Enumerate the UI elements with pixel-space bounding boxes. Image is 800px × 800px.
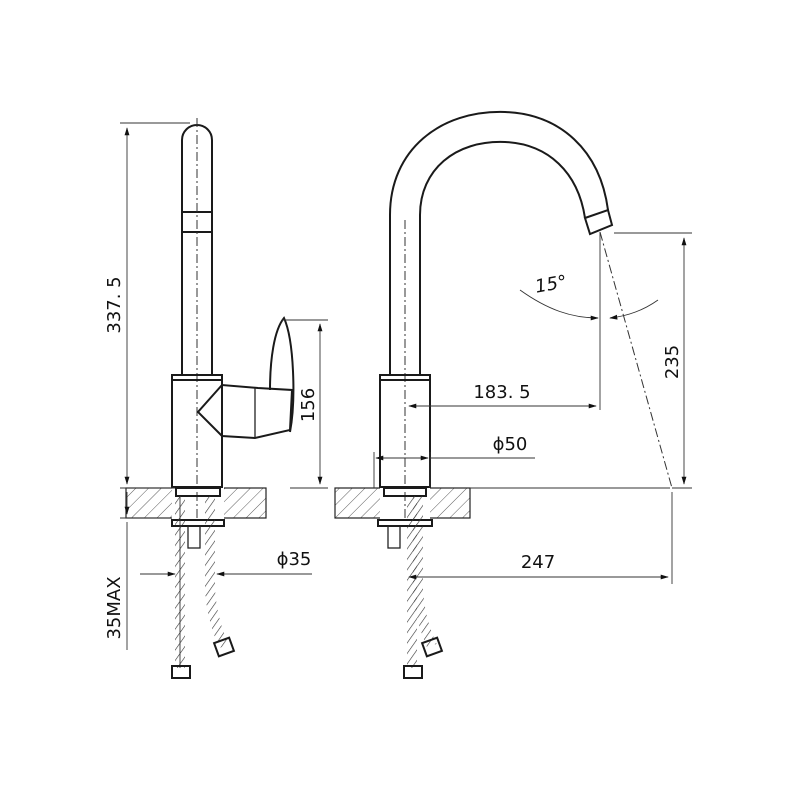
dim-total-height: 337. 5 [104, 276, 125, 333]
dim-body-diameter: ϕ50 [493, 434, 528, 455]
handle-lever-side [196, 383, 294, 440]
dim-overall-reach: 247 [521, 552, 555, 573]
dim-mount-max: 35MAX [104, 576, 125, 639]
gooseneck-spout [389, 110, 609, 375]
dim-spray-angle: 15° [534, 271, 569, 297]
dim-spout-height: 235 [662, 345, 683, 379]
dim-spout-reach: 183. 5 [473, 382, 530, 403]
dim-handle-height: 156 [298, 388, 319, 422]
dim-hole-diameter: ϕ35 [277, 549, 312, 570]
front-view: 15° 235 183. 5 ϕ50 247 [334, 110, 692, 679]
side-view: 337. 5 156 35MAX ϕ35 [104, 118, 328, 679]
